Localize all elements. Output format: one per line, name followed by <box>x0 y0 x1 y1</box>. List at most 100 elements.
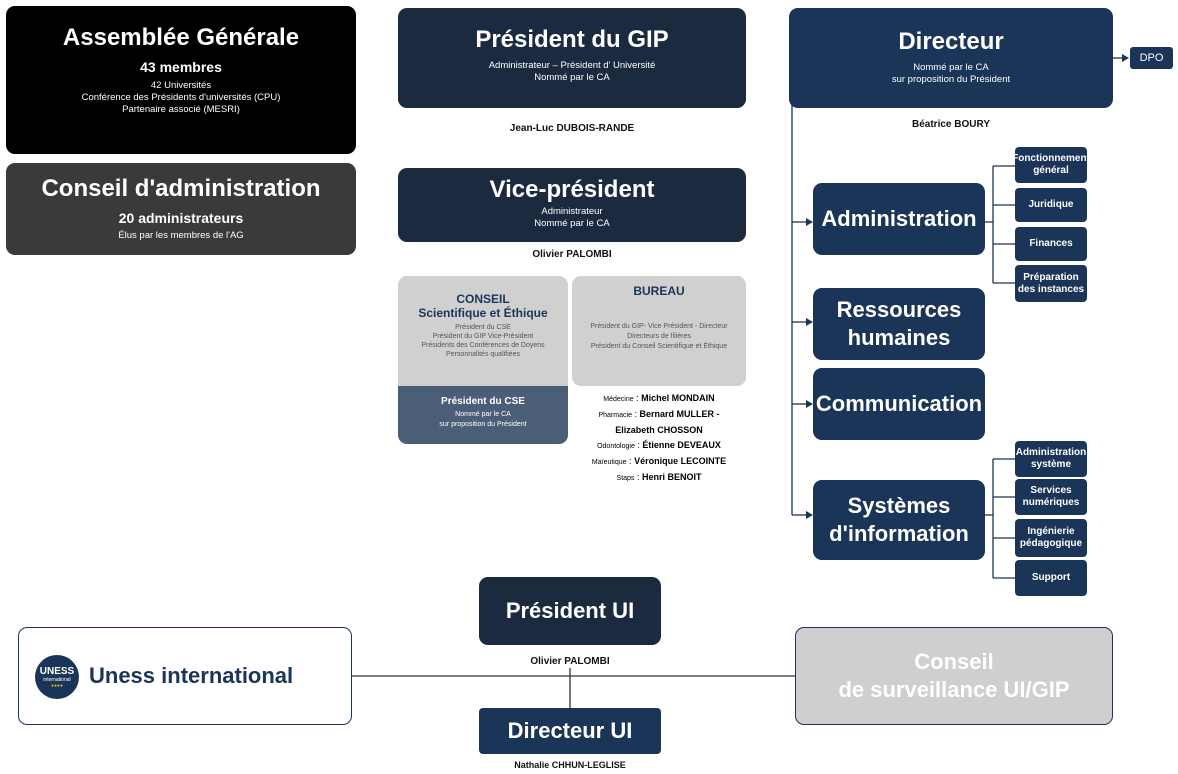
vice-president-line1: Administrateur <box>541 206 603 217</box>
admin-sub-finances: Finances <box>1015 227 1087 261</box>
si-sub-support: Support <box>1015 560 1087 596</box>
assemblee-line3: Partenaire associé (MESRI) <box>122 104 240 115</box>
assemblee-line2: Conférence des Présidents d'universités … <box>81 92 281 103</box>
rh-label-line2: humaines <box>847 325 951 350</box>
filiere-name: Michel MONDAIN <box>641 393 715 403</box>
conseil-scientifique-box: CONSEIL Scientifique et Éthique Présiden… <box>398 276 568 386</box>
directeur-box: Directeur Nommé par le CA sur propositio… <box>789 8 1113 108</box>
uness-international-box: UNESS international ●●●● Uness internati… <box>18 627 352 725</box>
admin-sub-juridique: Juridique <box>1015 188 1087 222</box>
bureau-l2: Directeurs de filières <box>627 333 691 340</box>
president-ui-box: Président UI <box>479 577 661 645</box>
bureau-box: BUREAU Président du GIP- Vice Président … <box>572 276 746 386</box>
si-sub-label: Support <box>1031 572 1071 583</box>
conseil-administration-box: Conseil d'administration 20 administrate… <box>6 163 356 255</box>
dpo-box: DPO <box>1130 47 1173 69</box>
admin-sub-label: Fonctionnement général <box>1012 153 1090 176</box>
conseil-surveillance-line1: Conseil <box>914 649 994 674</box>
cse-title1: CONSEIL <box>456 292 510 306</box>
filiere-label: Odontologie <box>597 443 635 450</box>
filiere-label: Médecine <box>603 396 634 403</box>
assemblee-title: Assemblée Générale <box>62 24 300 51</box>
si-sub-label: Administration système <box>1015 447 1087 470</box>
filieres-list: Médecine : Michel MONDAIN Pharmacie : Be… <box>572 391 746 486</box>
communication-label: Communication <box>815 391 983 416</box>
directeur-line2: sur proposition du Président <box>891 74 1011 85</box>
si-sub-administration-systeme: Administration système <box>1015 441 1087 477</box>
directeur-ui-box: Directeur UI <box>479 708 661 754</box>
si-sub-ingenierie-pedagogique: Ingénierie pédagogique <box>1015 519 1087 557</box>
president-gip-line1: Administrateur – Président d' Université <box>488 60 656 71</box>
cse-title2: Scientifique et Éthique <box>418 306 548 320</box>
si-sub-label: Ingénierie pédagogique <box>1019 526 1083 549</box>
directeur-title: Directeur <box>898 28 1004 55</box>
president-cse-line1: Nommé par le CA <box>455 411 511 418</box>
bureau-l1: Président du GIP- Vice Président - Direc… <box>590 323 728 330</box>
uness-logo: UNESS international ●●●● <box>35 655 79 699</box>
admin-sub-fonctionnement: Fonctionnement général <box>1012 147 1090 183</box>
directeur-ui-person: Nathalie CHHUN-LEGLISE <box>514 760 626 770</box>
cse-l4: Personnalités qualifiées <box>446 351 520 358</box>
filiere-label: Pharmacie <box>598 412 632 419</box>
bureau-title: BUREAU <box>633 284 685 298</box>
communication-box: Communication <box>813 368 985 440</box>
directeur-line1: Nommé par le CA <box>913 62 989 73</box>
vice-president-line2: Nommé par le CA <box>534 218 610 229</box>
directeur-person: Béatrice BOURY <box>912 119 990 130</box>
uness-logo-sub: international <box>43 677 71 683</box>
president-cse-line2: sur proposition du Président <box>439 421 527 428</box>
vice-president-title: Vice-président <box>489 176 655 203</box>
filiere-row: Maïeutique : Véronique LECOINTE <box>591 456 727 466</box>
cse-l2: Président du GIP Vice-Président <box>432 333 534 340</box>
filiere-row: Odontologie : Étienne DEVEAUX <box>597 440 721 450</box>
filiere-name: Étienne DEVEAUX <box>642 440 721 450</box>
admin-sub-label: Juridique <box>1028 199 1074 210</box>
admin-sub-preparation: Préparation des instances <box>1015 265 1087 302</box>
cse-l3: Présidents des Conférences de Doyens <box>421 342 545 349</box>
filiere-row: Médecine : Michel MONDAIN <box>603 393 715 403</box>
assemblee-members: 43 membres <box>140 59 222 75</box>
filiere-name: Véronique LECOINTE <box>634 456 727 466</box>
president-ui-person: Olivier PALOMBI <box>530 656 610 667</box>
si-sub-label: Services numériques <box>1022 485 1080 508</box>
uness-logo-text: UNESS <box>39 666 75 677</box>
uness-international-name: Uness international <box>89 663 294 688</box>
filiere-name: Bernard MULLER - <box>639 409 720 419</box>
conseil-surveillance-line2: de surveillance UI/GIP <box>838 677 1070 702</box>
bureau-l3: Président du Conseil Scientifique et Éth… <box>590 343 728 350</box>
uness-logo-dots: ●●●● <box>50 683 64 689</box>
si-label-line2: d'information <box>829 521 969 546</box>
si-label-line1: Systèmes <box>847 493 951 518</box>
directeur-ui-title: Directeur UI <box>507 718 633 743</box>
filiere-label: Staps <box>616 475 635 482</box>
assemblee-generale-box: Assemblée Générale 43 membres 42 Univers… <box>6 6 356 154</box>
dpo-label: DPO <box>1139 52 1164 64</box>
conseil-admin-note: Élus par les membres de l'AG <box>118 230 244 241</box>
si-sub-services-numeriques: Services numériques <box>1015 479 1087 515</box>
admin-sub-label: Finances <box>1029 238 1073 249</box>
filiere-row: Pharmacie : Bernard MULLER - <box>598 409 720 419</box>
conseil-admin-count: 20 administrateurs <box>118 210 244 226</box>
president-gip-box: Président du GIP Administrateur – Présid… <box>398 8 746 108</box>
admin-sub-label: Préparation des instances <box>1017 271 1085 295</box>
president-cse-box: Président du CSE Nommé par le CA sur pro… <box>398 386 568 444</box>
filiere-row: Elizabeth CHOSSON <box>572 423 746 438</box>
filiere-name: Henri BENOIT <box>641 472 702 482</box>
president-gip-title: Président du GIP <box>475 26 669 53</box>
vice-president-box: Vice-président Administrateur Nommé par … <box>398 168 746 242</box>
president-ui-title: Président UI <box>505 598 635 623</box>
conseil-admin-title: Conseil d'administration <box>41 175 321 202</box>
rh-label-line1: Ressources <box>836 297 962 322</box>
administration-box: Administration <box>813 183 985 255</box>
vice-president-person: Olivier PALOMBI <box>532 249 612 260</box>
assemblee-line1: 42 Universités <box>150 80 212 91</box>
ressources-humaines-box: Ressources humaines <box>813 288 985 360</box>
president-gip-line2: Nommé par le CA <box>534 72 610 83</box>
president-gip-person: Jean-Luc DUBOIS-RANDE <box>509 123 635 134</box>
systemes-information-box: Systèmes d'information <box>813 480 985 560</box>
conseil-surveillance-box: Conseil de surveillance UI/GIP <box>795 627 1113 725</box>
cse-l1: Président du CSE <box>455 324 511 331</box>
filiere-name: Elizabeth CHOSSON <box>615 425 703 435</box>
president-cse-title: Président du CSE <box>441 396 525 407</box>
